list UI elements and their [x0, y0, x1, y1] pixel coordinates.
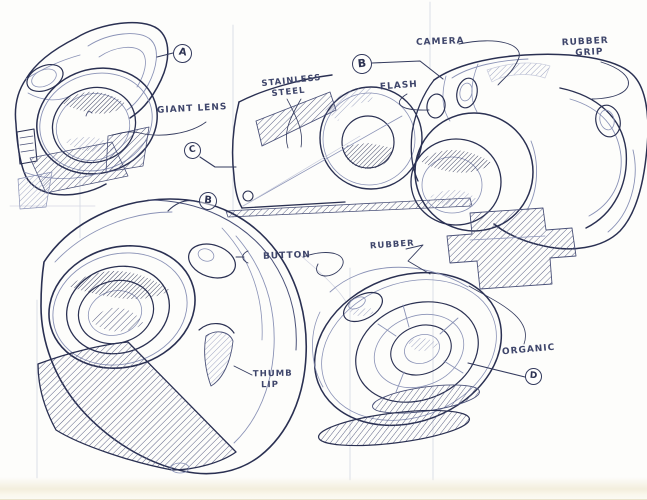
annotation-text: CAMERA — [415, 36, 465, 48]
leader-rubber — [405, 244, 431, 275]
leader-button-right — [302, 252, 344, 277]
marker-b-letter: B — [203, 194, 213, 207]
leader-giant-lens — [111, 121, 207, 136]
leader-organic — [468, 285, 526, 345]
annotation-text: THUMB — [252, 368, 293, 380]
shadow-slab — [317, 409, 471, 447]
leader-button-left — [235, 250, 249, 264]
marker-d-letter: D — [529, 370, 538, 382]
sketch-b-pebble-camera — [37, 198, 308, 475]
shadow-hatch — [17, 171, 53, 210]
leader-marker-d — [467, 362, 526, 378]
leader-thumb-lip — [233, 365, 253, 376]
button-oval — [188, 243, 236, 279]
ground-shadow — [225, 197, 473, 218]
top-panel-hatch — [486, 62, 551, 83]
paper-bottom-edge — [0, 477, 647, 500]
annotation-text: FLASH — [379, 79, 419, 93]
marker-c-letter: C — [188, 144, 197, 156]
roll-disc — [319, 86, 423, 190]
leader-marker-b — [167, 200, 200, 212]
cross-base-hatch — [446, 207, 577, 290]
annotation-camera: CAMERA — [416, 36, 465, 49]
annotation-rubber-grip: RUBBER GRIP — [561, 36, 609, 60]
steel-panel-hatch — [255, 91, 337, 147]
annotation-text: LIP — [261, 379, 279, 391]
marker-a-letter: A — [178, 46, 188, 59]
annotation-text: BUTTON — [262, 250, 311, 262]
leader-stainless-steel — [285, 98, 302, 149]
side-button-oval — [595, 104, 621, 138]
leader-marker-c — [199, 156, 237, 168]
camera-sensor-oval — [456, 77, 478, 109]
leader-rubber-grip — [591, 61, 629, 100]
annotation-text: RUBBER — [369, 238, 416, 252]
viewfinder-oval — [343, 291, 383, 323]
sketch-d-donut-camera — [312, 266, 503, 447]
annotation-thumb-lip: THUMB LIP — [253, 369, 293, 392]
viewfinder-oval — [26, 63, 64, 93]
leader-stainless-steel — [286, 98, 303, 148]
sketch-c-wedge — [225, 74, 473, 218]
leader-marker-b-top — [371, 60, 444, 80]
marker-b-top-letter: B — [357, 56, 367, 71]
leader-camera — [458, 40, 520, 86]
annotation-button: BUTTON — [263, 250, 311, 263]
leader-marker-a — [156, 52, 174, 58]
sketch-a-camera-handle — [14, 21, 169, 210]
leader-flash — [399, 93, 430, 111]
annotation-text: GRIP — [575, 47, 604, 59]
sketch-b-top-camera — [410, 53, 647, 290]
callout-leaders — [111, 40, 629, 378]
thumb-lip-hatch — [204, 331, 234, 387]
rubber-grip-band — [559, 87, 628, 229]
flash-oval — [426, 93, 446, 119]
